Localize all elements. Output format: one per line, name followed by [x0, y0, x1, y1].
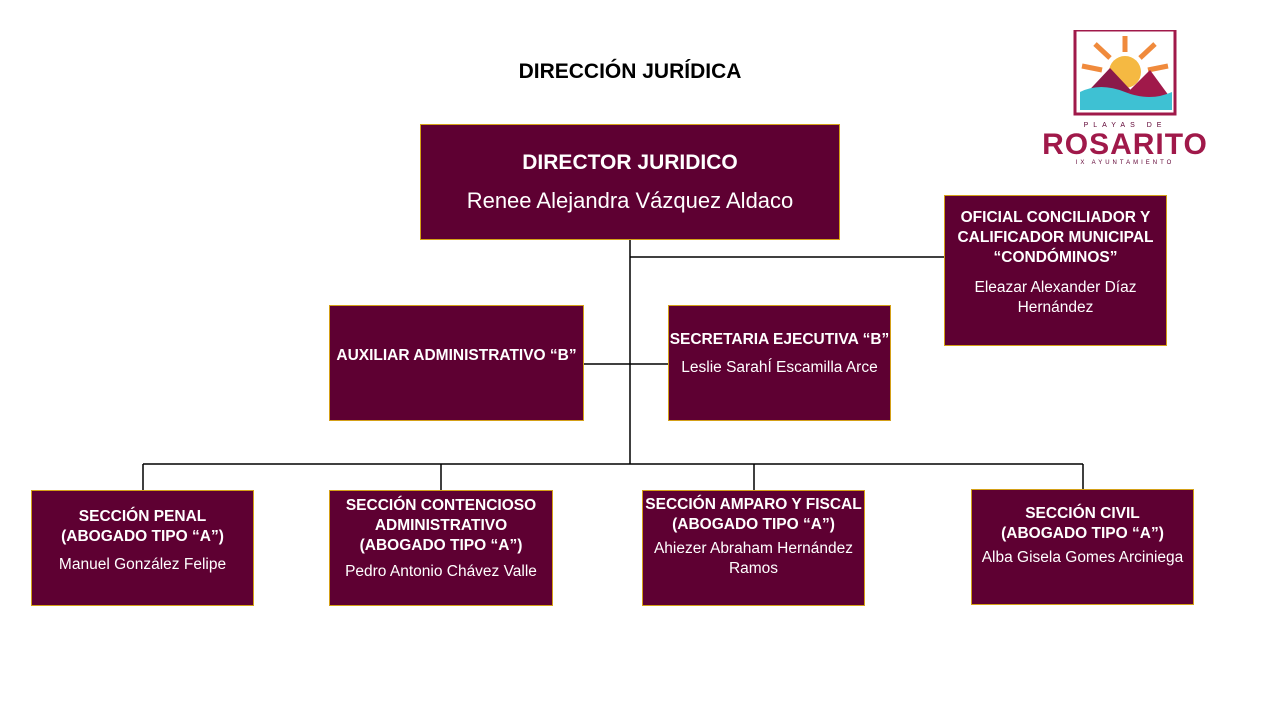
node-role: SECCIÓN PENAL (ABOGADO TIPO “A”): [61, 508, 224, 545]
node-name: Eleazar Alexander Díaz Hernández: [974, 279, 1137, 316]
logo-wordmark: ROSARITO: [1042, 128, 1208, 161]
node-seccion-contencioso[interactable]: SECCIÓN CONTENCIOSO ADMINISTRATIVO (ABOG…: [329, 490, 553, 606]
node-director[interactable]: DIRECTOR JURIDICO Renee Alejandra Vázque…: [420, 124, 840, 240]
logo-bottom-text: IX AYUNTAMIENTO: [1075, 160, 1175, 166]
node-name: Leslie SarahÍ Escamilla Arce: [681, 359, 878, 376]
node-role: SECRETARIA EJECUTIVA “B”: [669, 331, 890, 348]
node-role: SECCIÓN CONTENCIOSO ADMINISTRATIVO (ABOG…: [345, 497, 537, 554]
logo-emblem-icon: [1073, 28, 1177, 116]
logo-top-text: PLAYAS DE: [1083, 122, 1167, 129]
node-name: Alba Gisela Gomes Arciniega: [981, 549, 1184, 566]
node-seccion-amparo[interactable]: SECCIÓN AMPARO Y FISCAL (ABOGADO TIPO “A…: [642, 490, 865, 606]
node-secretaria-ejecutiva[interactable]: SECRETARIA EJECUTIVA “B” Leslie SarahÍ E…: [668, 305, 891, 421]
node-role: AUXILIAR ADMINISTRATIVO “B”: [336, 347, 577, 364]
node-seccion-civil[interactable]: SECCIÓN CIVIL (ABOGADO TIPO “A”) Alba Gi…: [971, 489, 1194, 605]
rosarito-logo: PLAYAS DE ROSARITO IX AYUNTAMIENTO: [1040, 28, 1210, 170]
node-name: Ahiezer Abraham Hernández Ramos: [653, 540, 854, 577]
node-name: Manuel González Felipe: [58, 556, 227, 573]
node-role: OFICIAL CONCILIADOR Y CALIFICADOR MUNICI…: [957, 209, 1154, 266]
node-role: SECCIÓN AMPARO Y FISCAL (ABOGADO TIPO “A…: [645, 496, 862, 533]
node-auxiliar-administrativo[interactable]: AUXILIAR ADMINISTRATIVO “B”: [329, 305, 584, 421]
node-seccion-penal[interactable]: SECCIÓN PENAL (ABOGADO TIPO “A”) Manuel …: [31, 490, 254, 606]
node-name: Renee Alejandra Vázquez Aldaco: [466, 188, 794, 213]
page-title: DIRECCIÓN JURÍDICA: [518, 60, 742, 83]
node-oficial-conciliador[interactable]: OFICIAL CONCILIADOR Y CALIFICADOR MUNICI…: [944, 195, 1167, 346]
node-name: Pedro Antonio Chávez Valle: [345, 563, 537, 580]
node-role: DIRECTOR JURIDICO: [522, 151, 738, 174]
node-role: SECCIÓN CIVIL (ABOGADO TIPO “A”): [1001, 505, 1164, 542]
